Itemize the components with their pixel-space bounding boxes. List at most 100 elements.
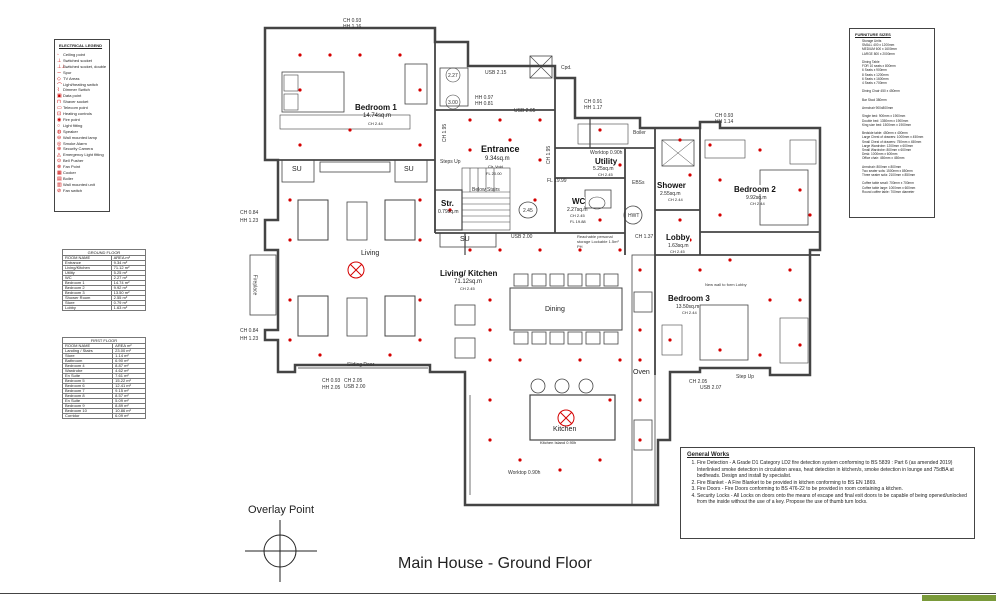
legend-item: Light/heating switch bbox=[63, 81, 99, 87]
furniture-size-line: Dining Table bbox=[862, 59, 880, 64]
legend-item: Shaver socket bbox=[63, 99, 89, 105]
legend-symbol-icon: ⊘ bbox=[57, 187, 62, 194]
legend-symbol-icon: ⊕ bbox=[57, 146, 62, 153]
furniture-size-line: 6 Seats x 900mm bbox=[862, 68, 887, 73]
desk bbox=[789, 139, 817, 165]
su-label: SU bbox=[292, 166, 302, 173]
bar-stool bbox=[578, 378, 594, 394]
electrical-point-icon bbox=[798, 298, 802, 302]
worktop-label: Worktop 0.90h bbox=[508, 470, 541, 476]
bar-stool bbox=[554, 378, 570, 394]
furniture-size-line: Bedside table: 450mm x 400mm bbox=[862, 131, 908, 136]
legend-symbol-icon: ▦ bbox=[57, 170, 62, 176]
room-ch-bedroom-1: CH 2.44 bbox=[368, 121, 383, 126]
electrical-point-icon bbox=[508, 138, 512, 142]
electrical-point-icon bbox=[618, 358, 622, 362]
legend-symbol-icon: ◦ bbox=[57, 52, 59, 58]
legend-symbol-icon: ○ bbox=[57, 122, 61, 129]
hh-label: HH 0.97 bbox=[475, 95, 494, 101]
boiler-label: Boiler bbox=[633, 130, 646, 136]
electrical-point-icon bbox=[598, 218, 602, 222]
room-name-bedroom-2: Bedroom 2 bbox=[734, 185, 776, 194]
drawing-title: Main House - Ground Floor bbox=[398, 555, 592, 572]
fl-label: FL 19.99 bbox=[547, 178, 567, 184]
outer-wall bbox=[263, 26, 822, 507]
electrical-point-icon bbox=[288, 198, 292, 202]
bar-stool bbox=[530, 378, 546, 394]
legend-item: Speaker bbox=[63, 128, 78, 134]
electrical-point-icon bbox=[718, 348, 722, 352]
electrical-point-icon bbox=[298, 53, 302, 57]
room-name-shower: Shower bbox=[657, 181, 686, 190]
legend-symbol-icon: ▥ bbox=[57, 181, 62, 188]
ch-label: CH 0.93 bbox=[715, 113, 734, 119]
room-name-utility: Utility bbox=[595, 157, 618, 166]
hh-label: HH 0.81 bbox=[475, 101, 494, 107]
furniture-size-line: Bar Stool 380mm bbox=[862, 97, 887, 102]
electrical-point-icon bbox=[518, 458, 522, 462]
furniture-size-line: Coffee table small: 700mm x 700mm bbox=[862, 181, 914, 186]
ch-label: CH 0.84 bbox=[240, 328, 259, 334]
bed bbox=[759, 169, 809, 226]
electrical-point-icon bbox=[808, 213, 812, 217]
legend-symbol-icon: ⊥ bbox=[57, 57, 62, 64]
steps-up-label: Steps Up bbox=[440, 159, 461, 165]
room-area-bedroom-1: 14.74sq.m bbox=[363, 113, 392, 119]
furniture-size-line: SMALL 400 x 1200mm bbox=[862, 43, 895, 48]
electrical-point-icon bbox=[488, 298, 492, 302]
sliding-door-label: Sliding Door bbox=[347, 362, 375, 368]
legend-item: Wall mounted unit bbox=[63, 181, 95, 187]
bed bbox=[699, 304, 749, 361]
pendant-light-icon bbox=[557, 409, 575, 427]
legend-item: Fire point bbox=[63, 116, 80, 122]
legend-item: Fan Point bbox=[63, 164, 81, 170]
electrical-point-icon bbox=[498, 248, 502, 252]
su-unit bbox=[439, 232, 497, 248]
circ-marker bbox=[445, 94, 461, 110]
su-label: SU bbox=[404, 166, 414, 173]
electrical-point-icon bbox=[538, 118, 542, 122]
overlay-point-crosshair bbox=[245, 520, 317, 582]
circle-marker-label: 3.00 bbox=[448, 100, 458, 106]
hh-label: HH 1.23 bbox=[240, 218, 259, 224]
legend-symbol-icon: ◎ bbox=[57, 140, 62, 147]
furniture-size-line: Desk: 1000mm x 600mm bbox=[862, 152, 898, 157]
general-works-item: Fire Blanket - A Fire Blanket to be prov… bbox=[697, 480, 968, 487]
furniture-size-line: Small Chest of drawers: 750mm x 450mm bbox=[862, 139, 922, 144]
electrical-point-icon bbox=[418, 143, 422, 147]
electrical-point-icon bbox=[678, 218, 682, 222]
furniture-sizes-title: FURNITURE SIZES bbox=[855, 32, 891, 37]
room-ch-lobby: CH 2.45 bbox=[670, 249, 685, 254]
electrical-point-icon bbox=[318, 353, 322, 357]
ch-label: CH 0.93 bbox=[343, 18, 362, 24]
furniture-size-line: Two seater sofa: 1500mm x 850mm bbox=[862, 168, 913, 173]
legend-item: Wall mounted lamp bbox=[63, 134, 98, 140]
electrical-point-icon bbox=[348, 128, 352, 132]
step-up-label: Step Up bbox=[736, 374, 755, 380]
electrical-legend: ELECTRICAL LEGEND ◦Ceiling point⊥Switche… bbox=[54, 39, 110, 212]
usb-label: USB 2.00 bbox=[511, 234, 533, 240]
ebs-label: EBSs bbox=[632, 180, 645, 186]
electrical-point-icon bbox=[758, 353, 762, 357]
legend-symbol-icon: ◍ bbox=[57, 128, 62, 135]
pillow bbox=[283, 93, 299, 111]
coffee-table bbox=[346, 201, 368, 241]
electrical-point-icon bbox=[618, 248, 622, 252]
legend-symbol-icon: ▤ bbox=[57, 175, 62, 182]
furniture-size-line: MEDIUM 600 x 1600mm bbox=[862, 47, 897, 52]
wardrobe bbox=[281, 159, 315, 183]
legend-symbol-icon: ∽ bbox=[57, 69, 62, 76]
desk bbox=[404, 63, 428, 105]
fireplace-label: Fireplace bbox=[251, 274, 258, 296]
cpd-label: Cpd. bbox=[561, 65, 572, 71]
room-name-wc: WC bbox=[572, 197, 586, 206]
sofa bbox=[297, 295, 329, 337]
basin bbox=[518, 201, 538, 219]
furniture-size-line: 6 Seats x 1600mm bbox=[862, 76, 889, 81]
legend-item: Smoke Alarm bbox=[63, 140, 87, 146]
store-box bbox=[434, 189, 463, 231]
furniture-size-line: Single bed: 900mm x 1900mm bbox=[862, 114, 906, 119]
legend-symbol-icon: ⌇ bbox=[57, 87, 60, 94]
